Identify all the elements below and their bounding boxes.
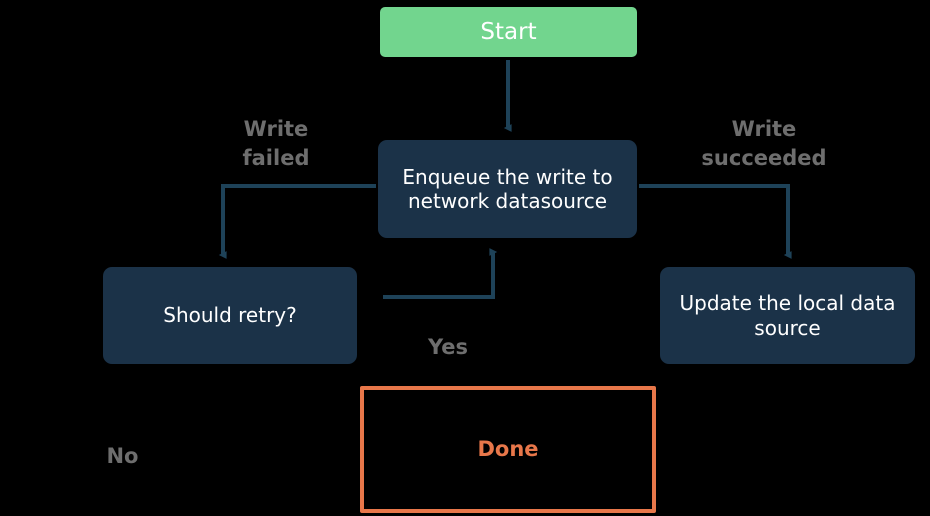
edge-label-no: No xyxy=(106,444,139,468)
edge-label-yes: Yes xyxy=(427,335,469,359)
node-update-local-data-source[interactable]: Update the local data source xyxy=(660,267,915,364)
node-start[interactable]: Start xyxy=(380,7,637,57)
node-enqueue-write[interactable]: Enqueue the write to network datasource xyxy=(378,140,637,238)
edge-should-retry-yes-to-enqueue xyxy=(383,248,498,299)
edge-enqueue-to-update-local xyxy=(639,184,792,259)
edge-label-write-failed: Write failed xyxy=(242,117,310,170)
node-done[interactable]: Done xyxy=(360,386,656,513)
edge-label-write-succeeded: Write succeeded xyxy=(701,117,827,170)
edge-enqueue-to-should-retry xyxy=(218,184,376,259)
node-should-retry[interactable]: Should retry? xyxy=(103,267,357,364)
